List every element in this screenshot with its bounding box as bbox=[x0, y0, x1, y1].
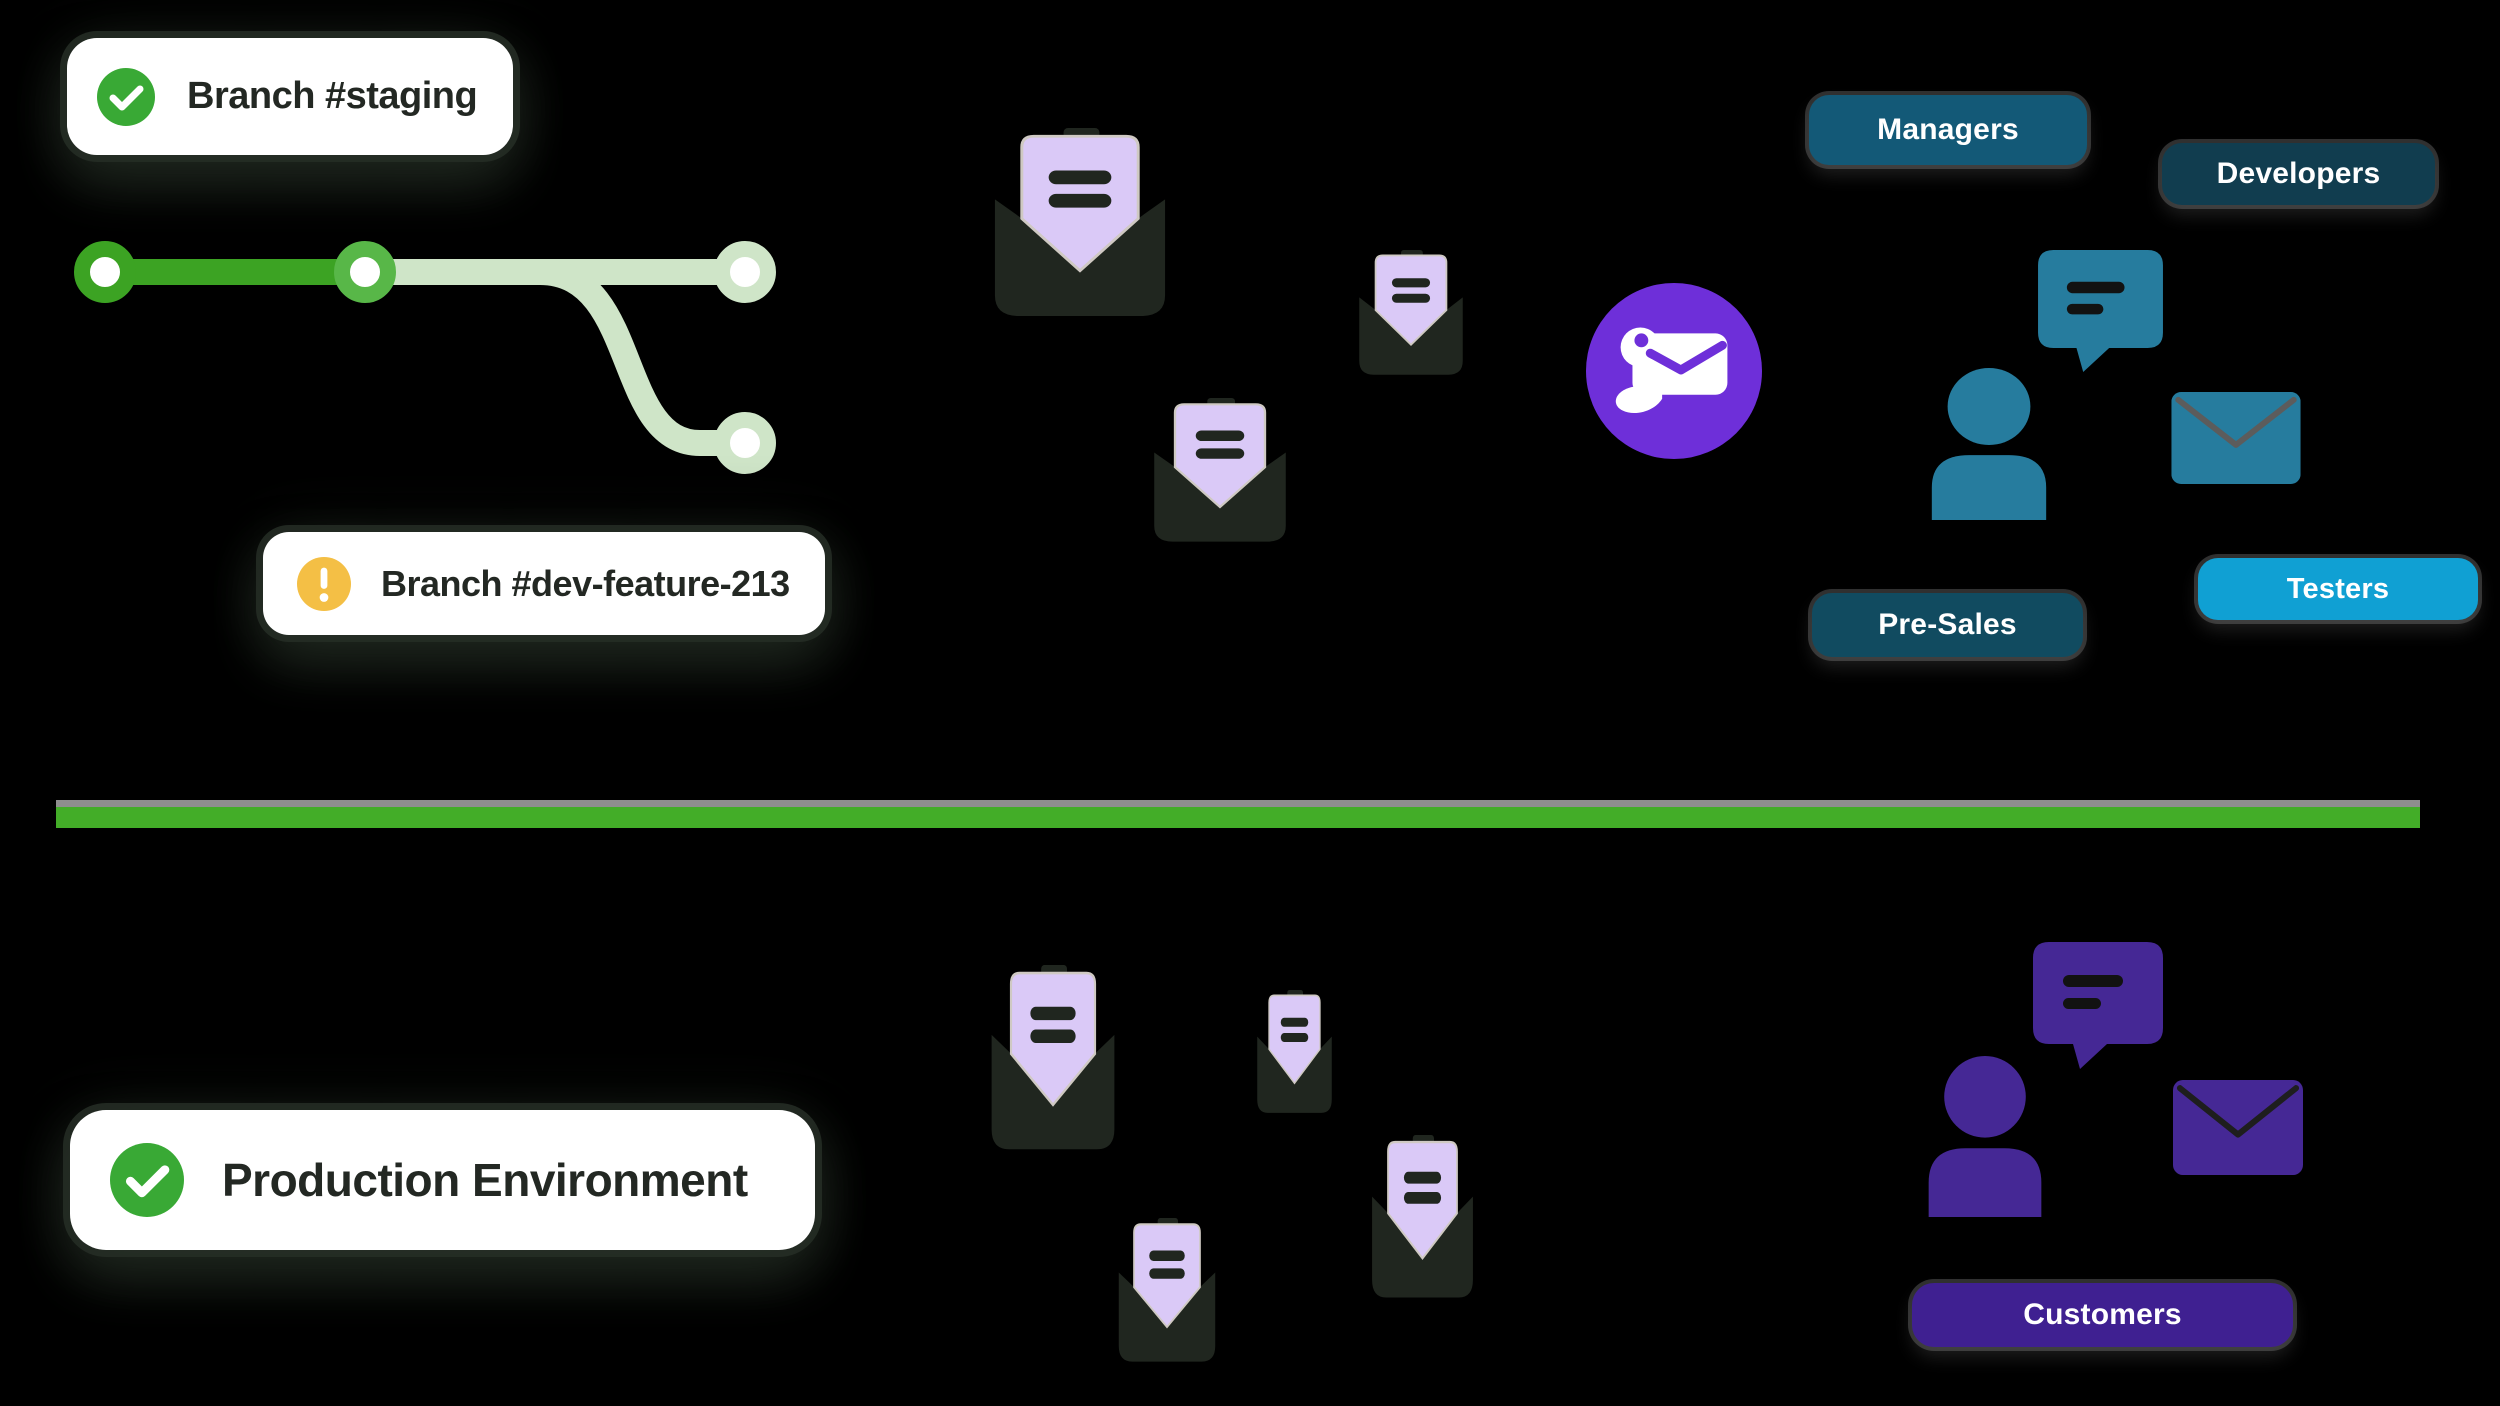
audience-pill-presales: Pre-Sales bbox=[1812, 593, 2083, 657]
mail-icon bbox=[2170, 392, 2302, 486]
check-icon bbox=[97, 68, 155, 126]
staging-email-3 bbox=[1145, 398, 1295, 550]
audience-pill-developers: Developers bbox=[2162, 143, 2435, 205]
warning-icon bbox=[297, 557, 351, 611]
production-chat-bubble bbox=[2033, 942, 2163, 1070]
staging-email-1 bbox=[983, 128, 1177, 327]
mail-open-icon bbox=[1112, 1218, 1222, 1370]
audience-pill-testers: Testers bbox=[2198, 558, 2478, 620]
mail-icon bbox=[2173, 1080, 2303, 1177]
audience-pill-customers: Customers bbox=[1912, 1283, 2293, 1347]
commit-node-3 bbox=[714, 241, 776, 303]
production-email-2 bbox=[1252, 990, 1337, 1120]
check-icon bbox=[110, 1143, 184, 1217]
mail-open-icon bbox=[1252, 990, 1337, 1120]
production-email-4 bbox=[1365, 1135, 1480, 1307]
audience-label-managers: Managers bbox=[1877, 113, 2019, 146]
dev-feature-branch-label: Branch #dev-feature-213 bbox=[381, 562, 790, 604]
staging-email-2 bbox=[1352, 250, 1470, 382]
staging-mail-closed bbox=[2170, 392, 2302, 486]
mail-open-icon bbox=[983, 965, 1123, 1160]
mail-open-icon bbox=[1365, 1135, 1480, 1307]
dev-feature-branch-badge: Branch #dev-feature-213 bbox=[263, 532, 825, 635]
person-icon bbox=[1917, 1056, 2053, 1217]
staging-person bbox=[1920, 368, 2058, 520]
production-environment-badge: Production Environment bbox=[70, 1110, 815, 1250]
staging-chat-bubble bbox=[2038, 250, 2163, 373]
production-email-1 bbox=[983, 965, 1123, 1160]
chat-bubble-icon bbox=[2038, 250, 2163, 373]
mail-open-icon bbox=[1145, 398, 1295, 550]
audience-label-presales: Pre-Sales bbox=[1878, 608, 2017, 641]
mail-open-icon bbox=[983, 128, 1177, 327]
staging-branch-label: Branch #staging bbox=[187, 75, 478, 117]
person-icon bbox=[1920, 368, 2058, 520]
environment-divider bbox=[56, 800, 2420, 828]
production-mail-closed bbox=[2173, 1080, 2303, 1177]
commit-node-1 bbox=[74, 241, 136, 303]
mail-open-icon bbox=[1352, 250, 1470, 382]
audience-pill-managers: Managers bbox=[1809, 95, 2087, 165]
audience-label-customers: Customers bbox=[2023, 1298, 2182, 1331]
audience-label-developers: Developers bbox=[2216, 157, 2381, 190]
production-email-3 bbox=[1112, 1218, 1222, 1370]
git-branch-graph bbox=[74, 241, 776, 474]
audience-label-testers: Testers bbox=[2286, 572, 2390, 605]
staging-branch-badge: Branch #staging bbox=[67, 38, 513, 155]
mailosaur-logo bbox=[1585, 282, 1763, 460]
production-person bbox=[1917, 1056, 2053, 1217]
commit-node-2 bbox=[334, 241, 396, 303]
chat-bubble-icon bbox=[2033, 942, 2163, 1070]
commit-node-4 bbox=[714, 412, 776, 474]
production-environment-label: Production Environment bbox=[222, 1154, 748, 1206]
